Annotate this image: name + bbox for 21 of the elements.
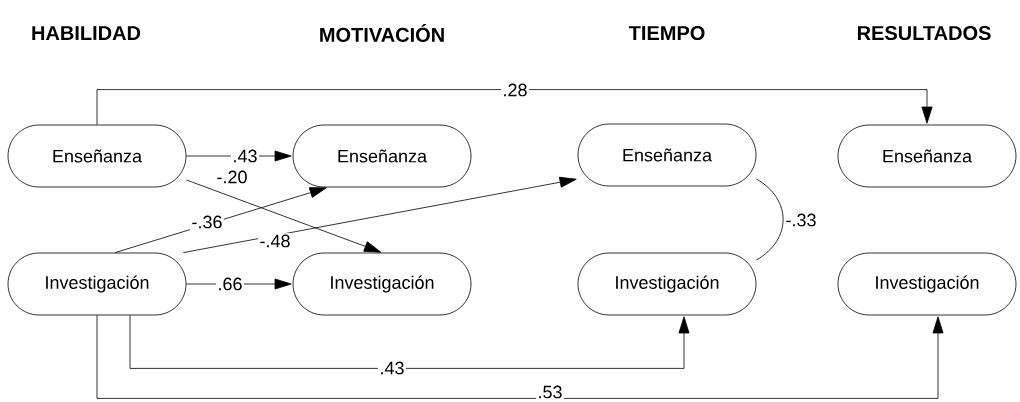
edge-label: .43 bbox=[231, 148, 259, 164]
edge-label: .66 bbox=[216, 276, 244, 292]
arrow bbox=[182, 176, 577, 253]
edge-label: -.48 bbox=[258, 233, 292, 249]
edge-label: .43 bbox=[378, 360, 406, 376]
arrow bbox=[186, 278, 292, 290]
edge-label: -.20 bbox=[215, 169, 249, 185]
column-heading: RESULTADOS bbox=[857, 25, 991, 41]
column-heading: HABILIDAD bbox=[32, 26, 141, 40]
column-heading: TIEMPO bbox=[628, 25, 705, 41]
edge-label: .28 bbox=[501, 82, 529, 98]
arrow bbox=[186, 150, 292, 162]
arrow bbox=[129, 315, 690, 369]
arrow bbox=[186, 179, 382, 253]
edge-label: -.36 bbox=[190, 214, 224, 230]
arrow bbox=[96, 315, 944, 399]
edge-label: .53 bbox=[536, 384, 564, 400]
arrow bbox=[96, 89, 933, 125]
column-heading: MOTIVACIÓN bbox=[320, 24, 444, 42]
edge-label: -.33 bbox=[784, 212, 818, 228]
arrow bbox=[114, 187, 327, 253]
